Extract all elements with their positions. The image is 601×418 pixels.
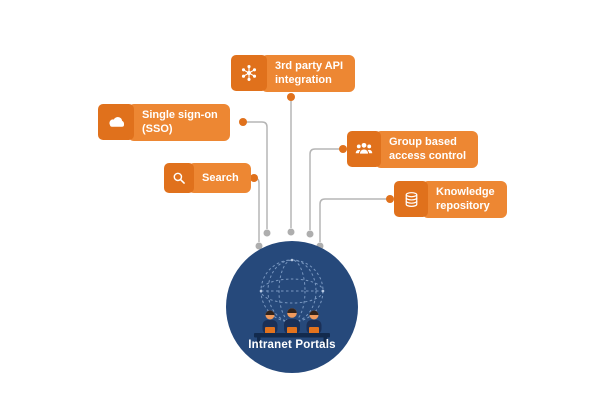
group-icon [347,131,381,167]
database-icon [394,181,428,217]
connector-dot-group [339,145,347,153]
feature-search: Search [164,163,251,193]
connector-search [253,177,260,242]
api-network-icon [231,55,267,91]
feature-group-access-control: Group based access control [347,131,479,168]
connector-dot-search [250,174,258,182]
connector-end-dot [287,228,295,236]
globe-people-illustration [254,258,330,347]
cloud-icon [98,104,134,140]
feature-label: Knowledge repository [422,181,507,218]
connector-end-dot [263,229,271,237]
intranet-portals-hub: Intranet Portals [226,241,358,373]
hub-title: Intranet Portals [248,339,336,351]
feature-label: Single sign-on (SSO) [128,104,230,141]
feature-label: 3rd party API integration [261,55,356,92]
connector-dot-sso [239,118,247,126]
desk [254,333,330,338]
feature-knowledge-repository: Knowledge repository [394,181,507,218]
connector-group [309,148,343,230]
feature-api-integration: 3rd party API integration [231,55,356,92]
connector-dot-knowledge [386,195,394,203]
people-at-desk [254,308,330,347]
connector-knowledge [319,198,390,242]
connector-sso [243,121,268,229]
connector-end-dot [306,230,314,238]
feature-label: Group based access control [375,131,479,168]
search-icon [164,163,194,193]
feature-label: Search [188,163,251,193]
connector-dot-api [287,93,295,101]
feature-single-sign-on: Single sign-on (SSO) [98,104,230,141]
